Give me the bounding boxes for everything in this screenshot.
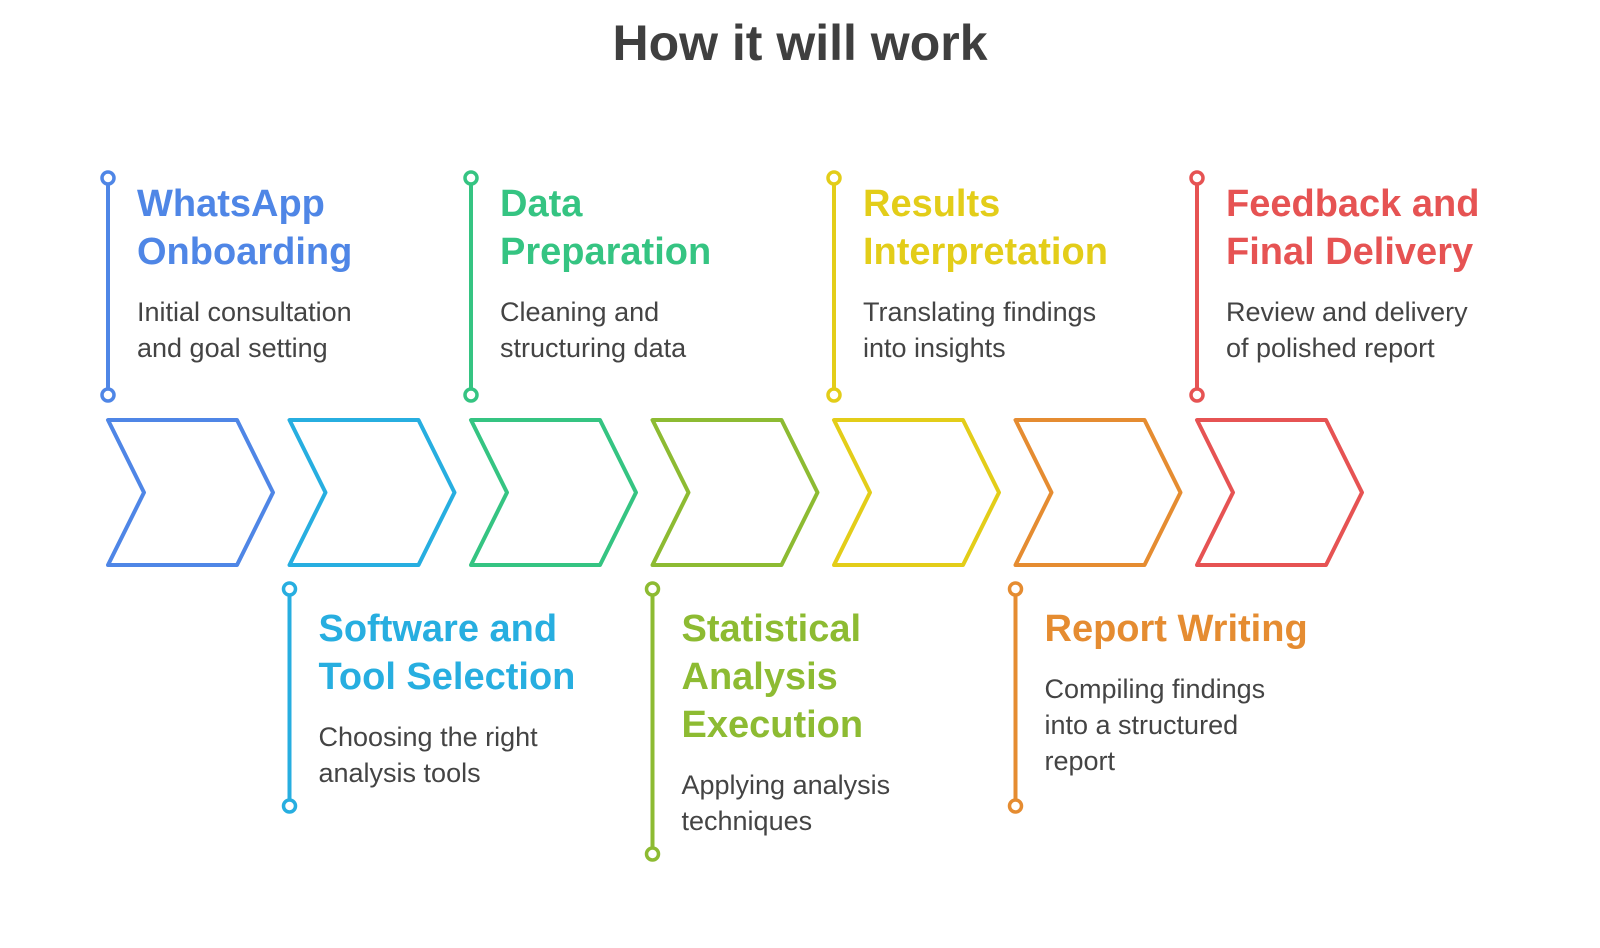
connector-dot-start-7: [1189, 170, 1205, 186]
step-title-line: Execution: [681, 704, 864, 746]
connector-dot-start-5: [826, 170, 842, 186]
connector-dot-end-5: [826, 387, 842, 403]
connector-dot-start-6: [1007, 581, 1024, 597]
step-description-line: analysis tools: [318, 758, 481, 788]
step-description-line: structuring data: [500, 333, 687, 363]
step-description-line: Translating findings: [863, 297, 1097, 327]
step-title-line: Preparation: [500, 231, 712, 273]
connector-dot-end-3: [463, 387, 479, 403]
step-title-line: Software and: [318, 608, 558, 650]
connector-dot-end-2: [281, 798, 298, 814]
chevron-step-3: [469, 418, 638, 567]
step-title-line: Results: [863, 183, 1001, 225]
step-title-line: Analysis: [681, 656, 838, 698]
step-description-line: Cleaning and: [500, 297, 660, 327]
connector-dot-end-6: [1007, 798, 1024, 814]
step-description-line: into a structured: [1044, 710, 1239, 740]
step-title-line: Statistical: [681, 608, 862, 650]
connector-dot-start-2: [281, 581, 298, 597]
step-description-line: and goal setting: [137, 333, 328, 363]
step-description: Initial consultation and goal setting: [137, 294, 497, 366]
step-description: Applying analysis techniques: [682, 767, 1042, 839]
step-description-line: Compiling findings: [1044, 674, 1266, 704]
chevron-step-2: [287, 418, 457, 567]
step-description-line: techniques: [681, 806, 813, 836]
step-description-line: Choosing the right: [318, 722, 538, 752]
step-description-line: report: [1044, 746, 1116, 776]
step-title-line: Tool Selection: [318, 656, 576, 698]
connector-dot-end-7: [1189, 387, 1205, 403]
step-description-line: Applying analysis: [681, 770, 891, 800]
chevron-step-7: [1195, 418, 1364, 567]
step-description-line: of polished report: [1226, 333, 1435, 363]
step-description: Choosing the right analysis tools: [319, 719, 679, 791]
step-description: Review and delivery of polished report: [1226, 294, 1586, 366]
chevron-step-6: [1013, 418, 1183, 567]
step-title-line: Data: [500, 183, 583, 225]
step-title: Report Writing: [1045, 605, 1405, 653]
step-description: Translating findings into insights: [863, 294, 1223, 366]
chevron-step-5: [832, 418, 1001, 567]
connector-dot-end-1: [100, 387, 116, 403]
step-title-line: Report Writing: [1044, 608, 1308, 650]
step-description-line: Initial consultation: [137, 297, 352, 327]
step-title-line: Interpretation: [863, 231, 1108, 273]
connector-dot-start-4: [644, 581, 661, 597]
step-description-line: Review and delivery: [1226, 297, 1468, 327]
chevron-step-1: [106, 418, 275, 567]
step-description: Compiling findings into a structured repor…: [1045, 671, 1405, 779]
connector-dot-end-4: [644, 846, 661, 862]
step-title-line: WhatsApp: [137, 183, 325, 225]
step-title-line: Final Delivery: [1226, 231, 1474, 273]
page-title: How it will work: [612, 15, 988, 71]
step-title-line: Feedback and: [1226, 183, 1480, 225]
connector-dot-start-1: [100, 170, 116, 186]
connector-dot-start-3: [463, 170, 479, 186]
chevron-step-4: [650, 418, 820, 567]
step-title-line: Onboarding: [137, 231, 353, 273]
step-description: Cleaning and structuring data: [500, 294, 860, 366]
step-description-line: into insights: [863, 333, 1006, 363]
